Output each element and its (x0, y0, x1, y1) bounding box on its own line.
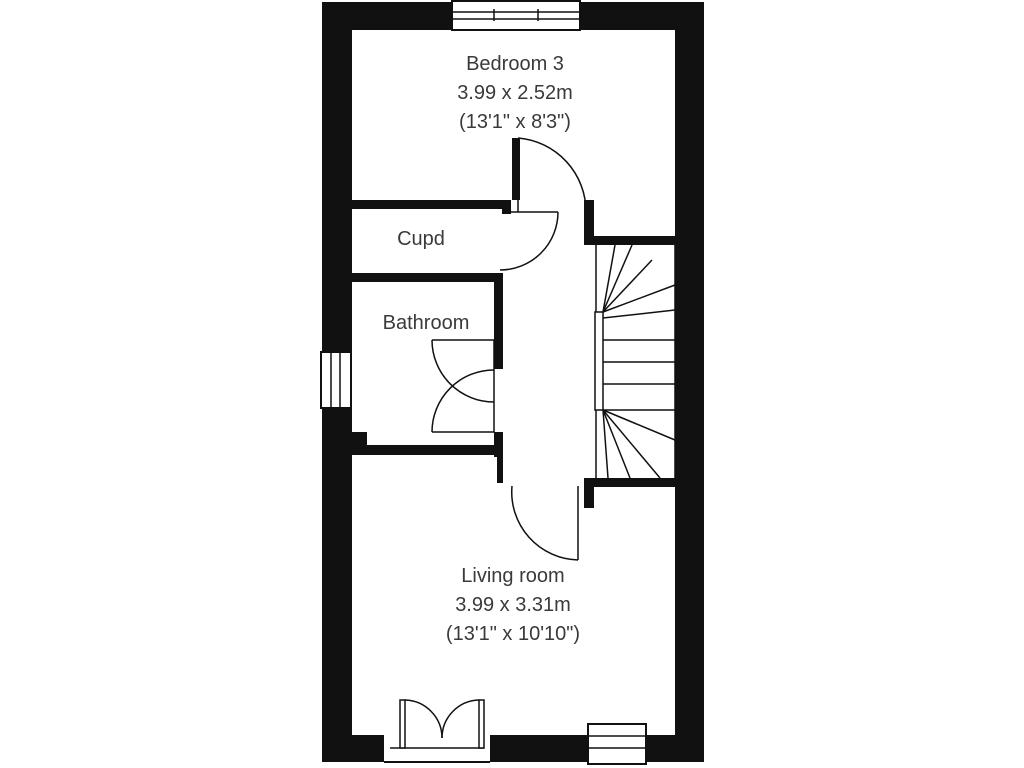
room-label-bedroom-3: Bedroom 3 3.99 x 2.52m (13'1" x 8'3") (365, 50, 665, 137)
room-size-metric: 3.99 x 3.31m (455, 594, 571, 616)
window-bedroom (451, 0, 581, 31)
staircase (594, 244, 676, 479)
room-size-imperial: (13'1" x 10'10") (445, 623, 581, 645)
door-living-room (510, 485, 579, 561)
door-cupd (499, 211, 559, 271)
interior-walls (352, 138, 675, 508)
room-label-cupd: Cupd (271, 225, 571, 254)
room-size-metric: 3.99 x 2.52m (457, 82, 573, 104)
door-bedroom (517, 137, 587, 213)
room-name: Bathroom (382, 312, 470, 334)
room-name: Cupd (397, 228, 445, 250)
window-living-room (587, 723, 647, 765)
french-doors (384, 699, 490, 763)
room-label-bathroom: Bathroom (276, 309, 576, 338)
room-size-imperial: (13'1" x 8'3") (459, 111, 571, 133)
room-name: Living room (461, 565, 565, 587)
door-bathroom (431, 339, 495, 433)
window-bathroom (320, 351, 352, 409)
room-label-living-room: Living room 3.99 x 3.31m (13'1" x 10'10"… (363, 562, 663, 649)
room-name: Bedroom 3 (466, 53, 564, 75)
